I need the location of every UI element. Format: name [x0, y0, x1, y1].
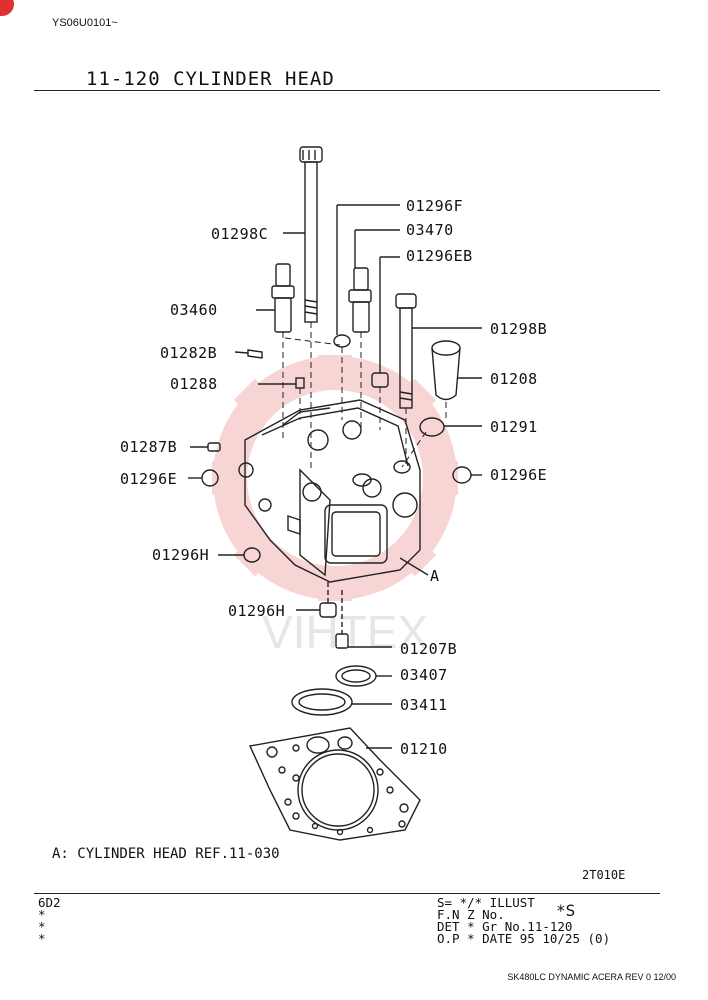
- footer-rule: [34, 893, 660, 894]
- illust-number: *S: [556, 901, 576, 920]
- label-01296E-right: 01296E: [490, 466, 548, 484]
- head-gasket-01210: [248, 727, 421, 841]
- page-title: 11-120 CYLINDER HEAD: [86, 68, 335, 90]
- label-A: A: [430, 567, 440, 585]
- label-01296H-bottom: 01296H: [228, 602, 286, 620]
- plug-01296F: [333, 334, 351, 348]
- label-01291: 01291: [490, 418, 538, 436]
- valve-guide-03460: [275, 263, 291, 287]
- footer-right-line: F.N Z No.: [437, 907, 505, 922]
- bolt-01298B: [395, 293, 417, 309]
- label-01296H-left: 01296H: [152, 546, 210, 564]
- pin-01282B: [247, 349, 263, 359]
- label-01298C: 01298C: [211, 225, 269, 243]
- label-01296E-left: 01296E: [120, 470, 178, 488]
- label-03411: 03411: [400, 696, 448, 714]
- footer-left-line: *: [38, 919, 46, 934]
- label-03460: 03460: [170, 301, 218, 319]
- label-01298B: 01298B: [490, 320, 548, 338]
- footer-right-line: DET * Gr No.11-120: [437, 919, 573, 934]
- footer-left-line: *: [38, 907, 46, 922]
- cylinder-head-block: [238, 399, 421, 583]
- gasket-03411: [291, 688, 353, 716]
- label-01287B: 01287B: [120, 438, 178, 456]
- label-03407: 03407: [400, 666, 448, 684]
- valve-guide-03470: [353, 267, 369, 291]
- reference-note: A: CYLINDER HEAD REF.11-030: [52, 846, 280, 862]
- label-01282B: 01282B: [160, 344, 218, 362]
- label-01208: 01208: [490, 370, 538, 388]
- footer-right: S= */* ILLUST F.N Z No. DET * Gr No.11-1…: [437, 895, 611, 946]
- watermark-gear-icon: [212, 355, 458, 601]
- doc-id: YS06U0101~: [52, 17, 118, 29]
- bolt-shank-01298C: [304, 161, 318, 323]
- label-01288: 01288: [170, 375, 218, 393]
- footer-left-line: *: [38, 931, 46, 946]
- model-revision: SK480LC DYNAMIC ACERA REV 0 12/00: [507, 972, 676, 982]
- footer-left: 6D2 * * *: [38, 895, 61, 946]
- label-03470: 03470: [406, 221, 454, 239]
- watermark-text: VIHTEX: [262, 606, 428, 658]
- title-rule: [34, 90, 660, 91]
- footer-right-line: O.P * DATE 95 10/25 (0): [437, 931, 611, 946]
- footer-left-line: 6D2: [38, 895, 61, 910]
- corner-badge: [0, 0, 14, 16]
- label-01207B: 01207B: [400, 640, 458, 658]
- sleeve-01208: [431, 340, 461, 356]
- drawing-code: 2T010E: [582, 868, 626, 882]
- footer-right-line: S= */* ILLUST: [437, 895, 535, 910]
- plate-01291: [419, 417, 445, 437]
- label-01296EB: 01296EB: [406, 247, 473, 265]
- label-01210: 01210: [400, 740, 448, 758]
- label-01296F: 01296F: [406, 197, 464, 215]
